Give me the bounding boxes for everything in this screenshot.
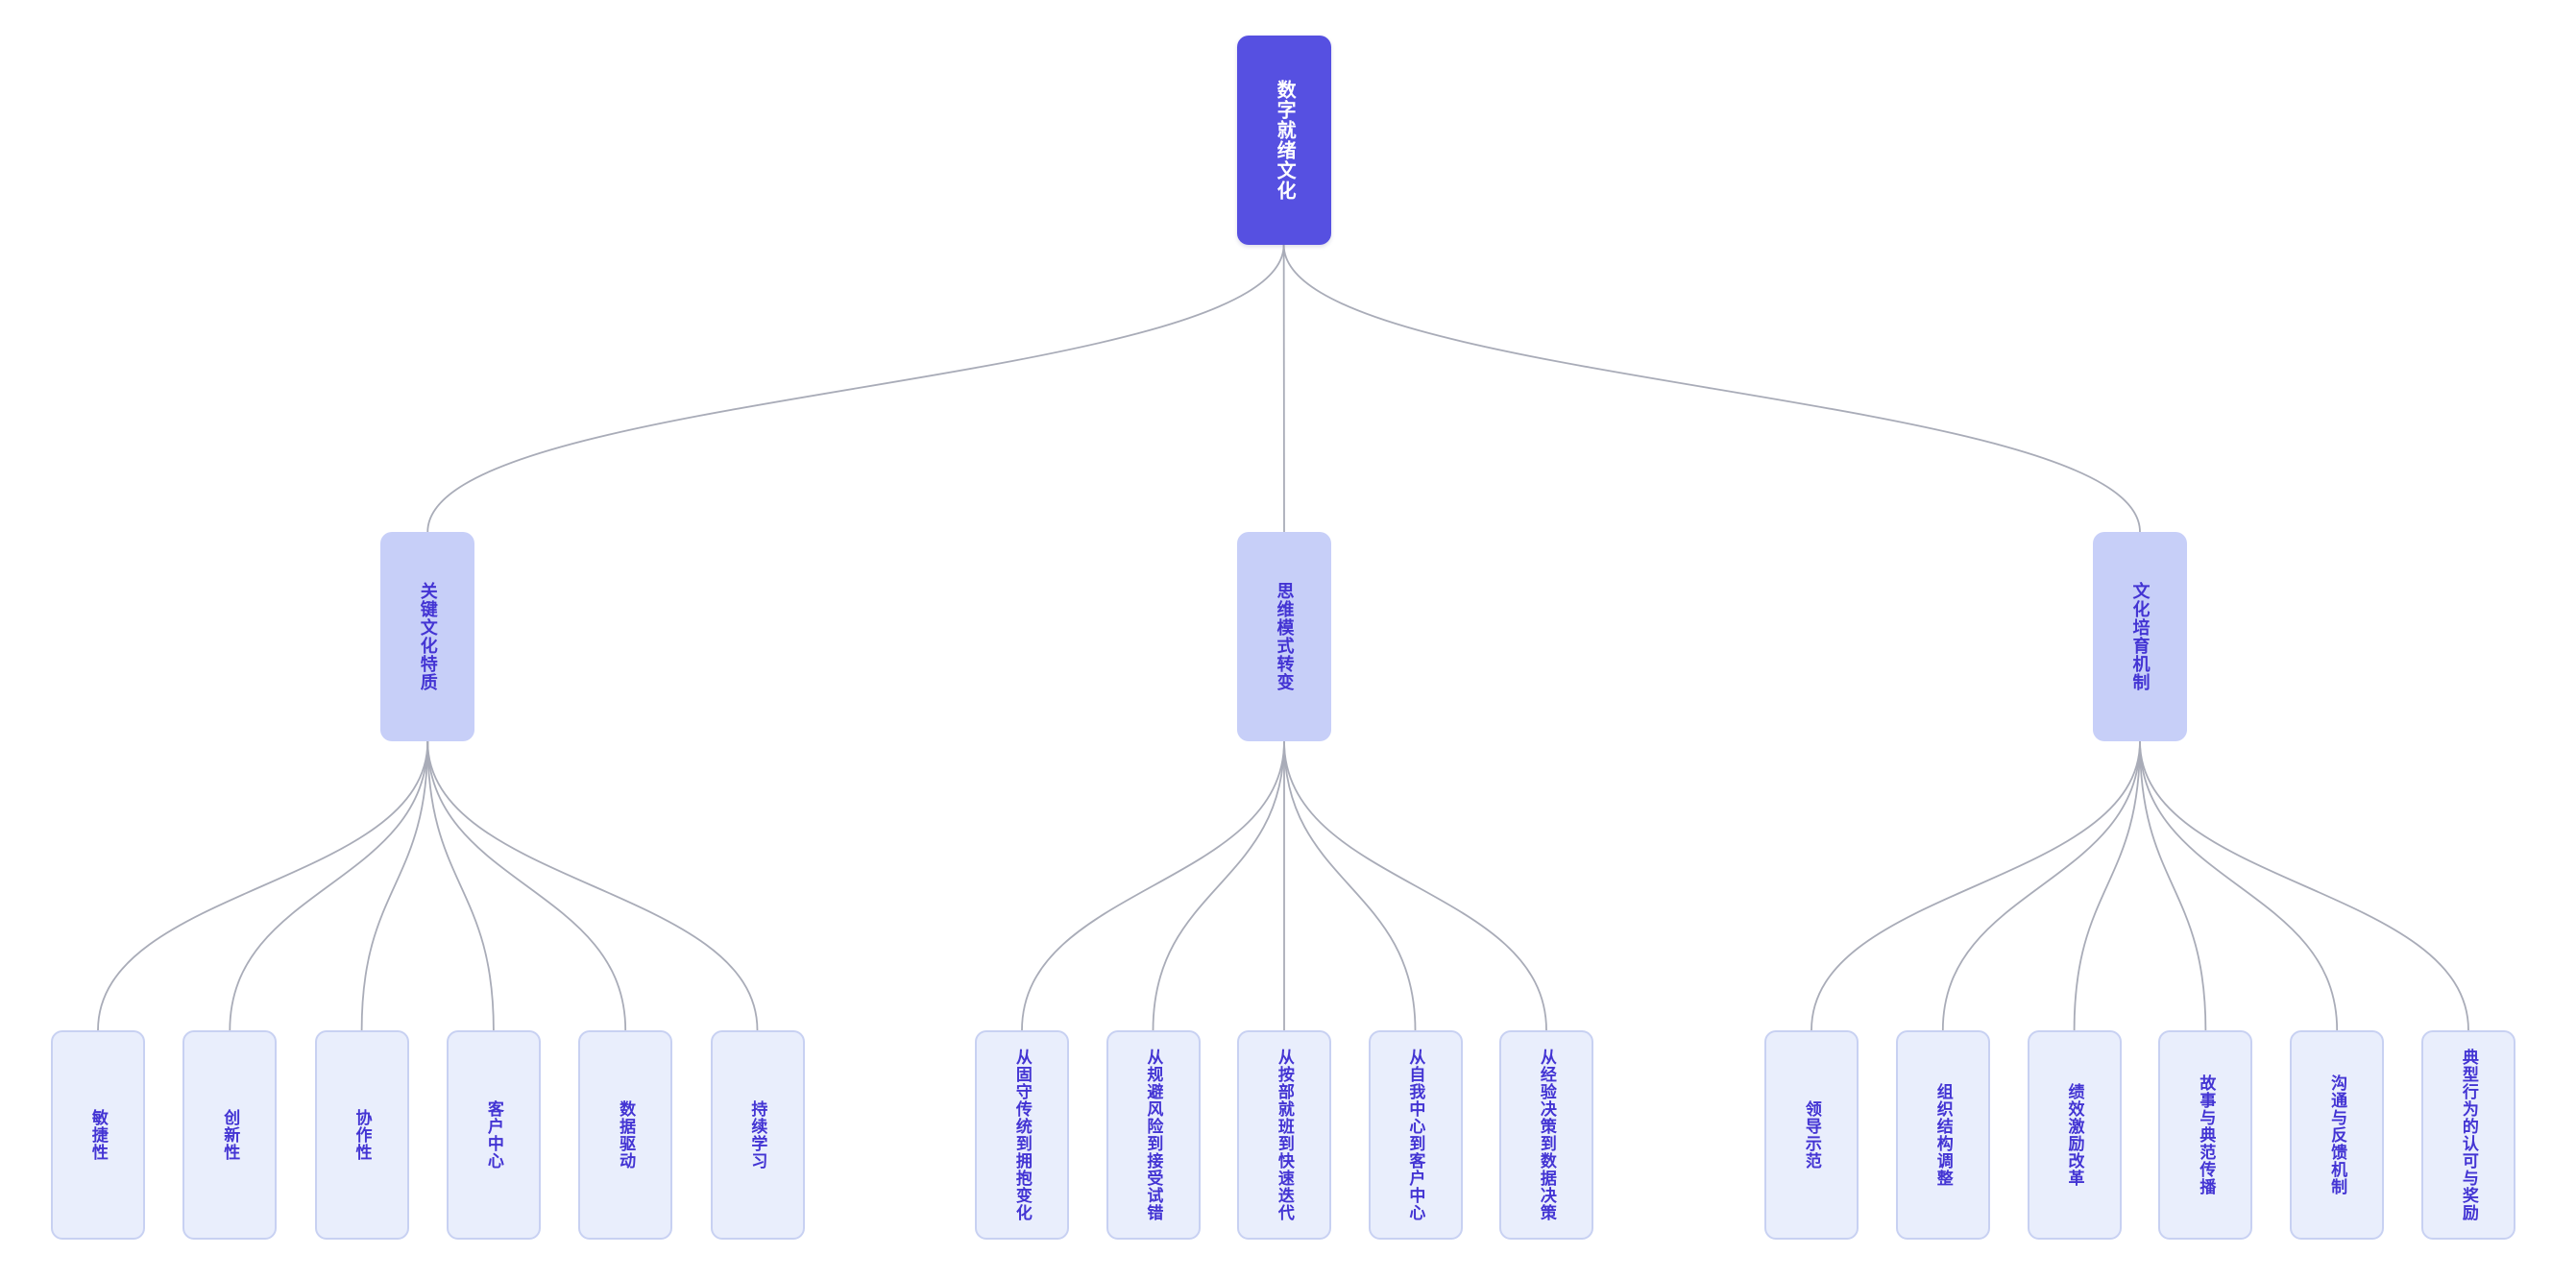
node-label: 领导示范: [1802, 1100, 1821, 1170]
edge: [97, 740, 429, 1031]
edge: [1283, 740, 1547, 1031]
leaf-node-1-4[interactable]: 客户中心: [446, 1030, 541, 1240]
branch-node-3[interactable]: 文化培育机制: [2093, 532, 2187, 741]
edge: [229, 740, 429, 1031]
leaf-node-1-3[interactable]: 协作性: [314, 1030, 409, 1240]
node-label: 数据驱动: [617, 1100, 636, 1170]
leaf-node-3-5[interactable]: 沟通与反馈机制: [2290, 1030, 2385, 1240]
leaf-node-2-2[interactable]: 从规避风险到接受试错: [1106, 1030, 1201, 1240]
edge: [426, 244, 1285, 533]
node-label: 从规避风险到接受试错: [1144, 1049, 1163, 1221]
node-label: 协作性: [352, 1109, 372, 1161]
edge: [426, 740, 495, 1031]
branch-node-1[interactable]: 关键文化特质: [380, 532, 475, 741]
leaf-node-3-2[interactable]: 组织结构调整: [1895, 1030, 1990, 1240]
edge: [1282, 244, 2141, 533]
leaf-node-3-6[interactable]: 典型行为的认可与奖励: [2421, 1030, 2515, 1240]
node-label: 故事与典范传播: [2197, 1074, 2216, 1195]
node-label: 创新性: [221, 1109, 240, 1161]
leaf-node-2-4[interactable]: 从自我中心到客户中心: [1368, 1030, 1463, 1240]
edge: [1152, 740, 1285, 1031]
leaf-node-3-4[interactable]: 故事与典范传播: [2158, 1030, 2253, 1240]
node-label: 持续学习: [748, 1100, 767, 1170]
node-label: 关键文化特质: [418, 582, 438, 691]
node-label: 敏捷性: [88, 1109, 108, 1161]
edge: [360, 740, 429, 1031]
leaf-node-2-5[interactable]: 从经验决策到数据决策: [1499, 1030, 1593, 1240]
branch-node-2[interactable]: 思维模式转变: [1237, 532, 1331, 741]
node-label: 从按部就班到快速迭代: [1275, 1049, 1294, 1221]
edge: [1941, 740, 2141, 1031]
node-label: 客户中心: [484, 1100, 503, 1170]
node-label: 从自我中心到客户中心: [1406, 1049, 1425, 1221]
edge: [2139, 740, 2339, 1031]
leaf-node-3-1[interactable]: 领导示范: [1764, 1030, 1859, 1240]
edge: [426, 740, 627, 1031]
edge: [2073, 740, 2141, 1031]
node-label: 从经验决策到数据决策: [1537, 1049, 1556, 1221]
edge: [1810, 740, 2141, 1031]
node-label: 从固守传统到拥抱变化: [1012, 1049, 1032, 1221]
leaf-node-1-2[interactable]: 创新性: [182, 1030, 278, 1240]
edge: [2139, 740, 2469, 1031]
leaf-node-2-3[interactable]: 从按部就班到快速迭代: [1237, 1030, 1331, 1240]
leaf-node-1-1[interactable]: 敏捷性: [51, 1030, 145, 1240]
node-label: 沟通与反馈机制: [2328, 1074, 2347, 1195]
root-node-digital-readiness-culture[interactable]: 数字就绪文化: [1236, 36, 1331, 245]
node-label: 文化培育机制: [2130, 582, 2151, 691]
node-label: 思维模式转变: [1275, 582, 1295, 691]
edge: [2139, 740, 2207, 1031]
node-label: 组织结构调整: [1933, 1083, 1953, 1187]
node-label: 典型行为的认可与奖励: [2459, 1049, 2478, 1221]
node-label: 数字就绪文化: [1274, 80, 1296, 201]
leaf-node-1-5[interactable]: 数据驱动: [578, 1030, 673, 1240]
leaf-node-1-6[interactable]: 持续学习: [710, 1030, 805, 1240]
edge: [426, 740, 759, 1031]
edge: [1021, 740, 1285, 1031]
leaf-node-2-1[interactable]: 从固守传统到拥抱变化: [975, 1030, 1069, 1240]
edge: [1283, 740, 1417, 1031]
leaf-node-3-3[interactable]: 绩效激励改革: [2027, 1030, 2122, 1240]
node-label: 绩效激励改革: [2065, 1083, 2084, 1187]
